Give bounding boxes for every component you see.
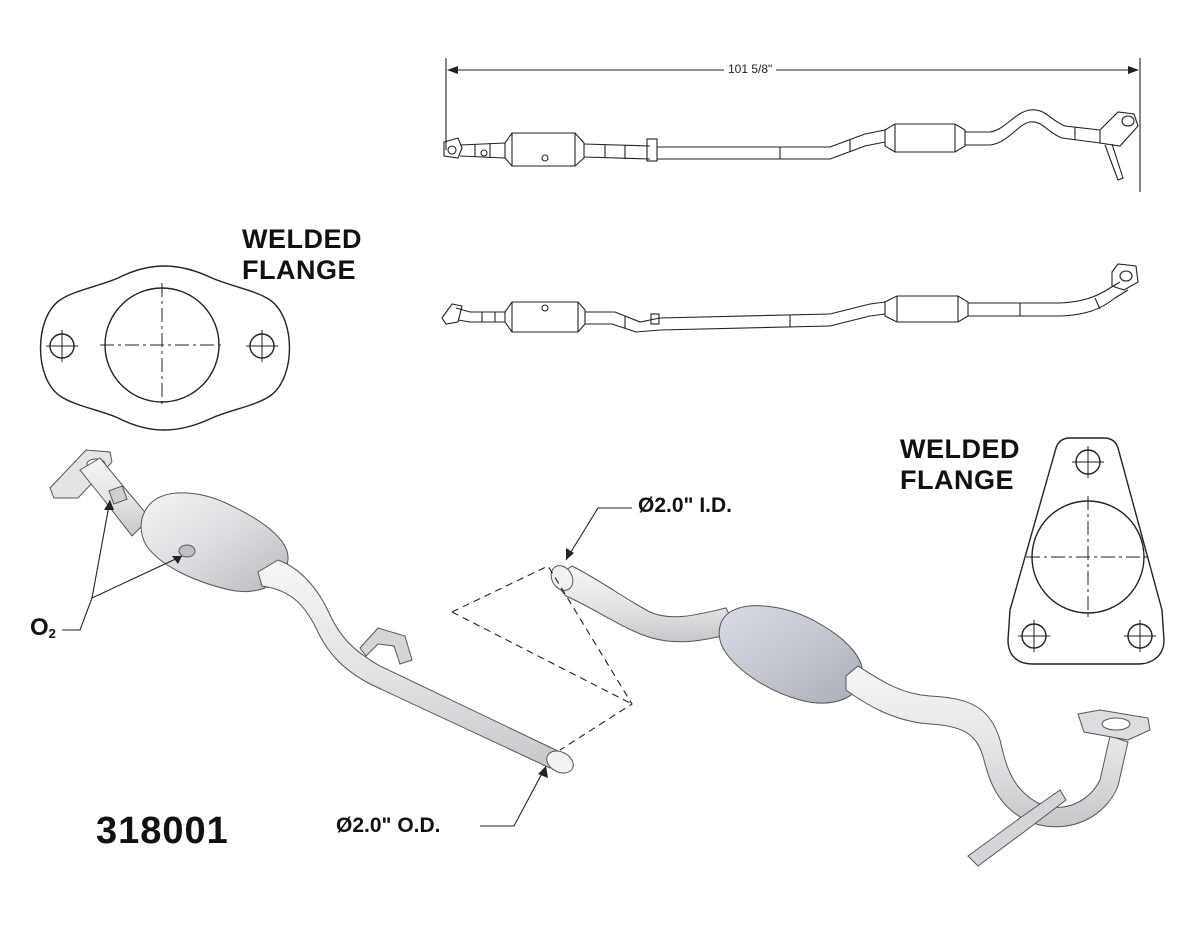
right-flange-drawing bbox=[1007, 437, 1165, 665]
side-catalytic-converter bbox=[504, 301, 586, 333]
front-hanger bbox=[359, 627, 413, 665]
top-inlet-flange bbox=[443, 137, 463, 159]
rear-section-3d bbox=[550, 565, 1151, 867]
outlet-diameter-leader bbox=[480, 765, 547, 827]
top-catalytic-converter bbox=[504, 132, 585, 167]
rear-hanger bbox=[967, 789, 1067, 867]
overall-length-label: 101 5/8" bbox=[724, 62, 777, 76]
outlet-diameter-label: Ø2.0" O.D. bbox=[336, 814, 441, 837]
front-o2-bung-upper bbox=[108, 485, 128, 505]
right-flange-title-line1: WELDED bbox=[900, 434, 1020, 464]
inlet-diameter-label: Ø2.0" I.D. bbox=[638, 494, 732, 517]
top-hanger bbox=[646, 138, 658, 162]
front-o2-bung-lower bbox=[178, 544, 196, 558]
right-flange-outline bbox=[1007, 437, 1165, 665]
o2-sensor-label: O2 bbox=[30, 614, 56, 642]
top-muffler bbox=[884, 123, 966, 153]
left-flange-title-line2: FLANGE bbox=[242, 255, 356, 285]
top-view-drawing bbox=[443, 58, 1141, 192]
front-outlet-end bbox=[546, 750, 574, 774]
rear-muffler bbox=[718, 605, 864, 704]
part-number: 318001 bbox=[96, 810, 229, 852]
side-hanger bbox=[650, 313, 660, 325]
right-flange-title-line2: FLANGE bbox=[900, 465, 1014, 495]
side-outlet-flange bbox=[1111, 263, 1139, 291]
connection-guide bbox=[451, 565, 633, 751]
o2-sensor-main: O bbox=[30, 614, 49, 641]
right-flange-title: WELDED FLANGE bbox=[900, 434, 1020, 496]
left-flange-outline bbox=[39, 265, 291, 431]
leader-lines bbox=[62, 499, 632, 827]
side-view-drawing bbox=[441, 263, 1139, 333]
side-inlet-flange bbox=[441, 303, 463, 325]
front-section-3d bbox=[49, 449, 574, 774]
inlet-diameter-leader bbox=[565, 507, 632, 561]
dimension-arrow-left bbox=[447, 66, 458, 74]
o2-sensor-sub: 2 bbox=[48, 626, 56, 641]
o2-leader bbox=[62, 499, 183, 631]
left-flange-title-line1: WELDED bbox=[242, 224, 362, 254]
top-outlet-flange bbox=[1099, 111, 1139, 147]
left-flange-drawing bbox=[39, 265, 291, 431]
dimension-arrow-right bbox=[1128, 66, 1139, 74]
left-flange-title: WELDED FLANGE bbox=[242, 224, 362, 286]
rear-inlet-end bbox=[550, 565, 574, 591]
